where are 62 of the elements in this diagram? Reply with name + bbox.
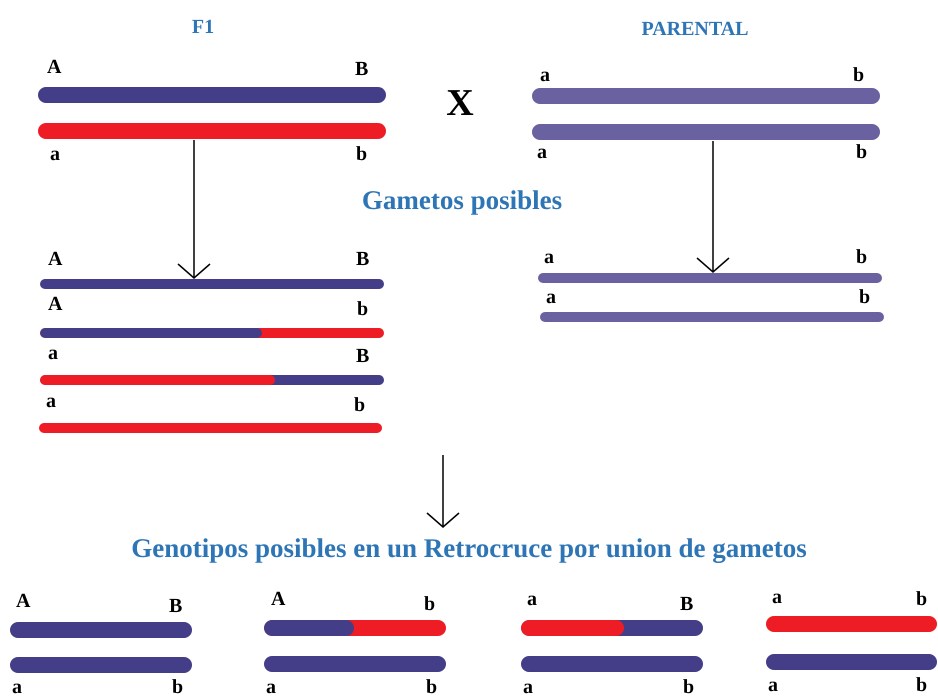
chromosome-bar [538, 273, 882, 283]
chromosome-bar [521, 656, 703, 672]
chromosome-bar [10, 657, 192, 673]
allele-label: b [426, 676, 438, 698]
allele-label: B [356, 345, 370, 367]
allele-label: b [357, 298, 368, 320]
chromosome-bar [40, 375, 384, 385]
allele-label: B [680, 593, 694, 615]
allele-label: A [16, 590, 30, 612]
allele-label: a [527, 588, 537, 610]
allele-label: b [916, 674, 928, 696]
allele-label: a [544, 246, 554, 268]
allele-label: A [48, 293, 62, 315]
allele-label: b [856, 141, 868, 163]
arrow [177, 140, 211, 279]
allele-label: b [683, 676, 694, 698]
allele-label: b [424, 593, 436, 615]
allele-label: b [354, 394, 366, 416]
arrow [696, 141, 730, 273]
group-heading: F1 [192, 15, 214, 40]
chromosome-bar [532, 124, 880, 140]
chromosome-bar [264, 656, 446, 672]
allele-label: B [356, 248, 370, 270]
allele-label: a [523, 676, 533, 698]
section-heading: Genotipos posibles en un Retrocruce por union de gametos [131, 532, 807, 562]
allele-label: a [768, 674, 778, 696]
allele-label: a [12, 676, 22, 698]
allele-label: A [48, 248, 62, 270]
allele-label: a [546, 286, 556, 308]
allele-label: b [859, 286, 870, 308]
chromosome-bar [40, 328, 384, 338]
chromosome-bar [540, 312, 884, 322]
chromosome-bar [264, 620, 446, 636]
group-heading: PARENTAL [641, 17, 749, 42]
chromosome-bar [38, 123, 386, 139]
allele-label: a [266, 676, 276, 698]
chromosome-bar [39, 423, 382, 433]
allele-label: B [169, 595, 182, 617]
allele-label: a [537, 141, 547, 163]
allele-label: a [50, 143, 60, 165]
allele-label: a [540, 64, 550, 86]
chromosome-bar [10, 622, 192, 638]
allele-label: B [355, 58, 368, 80]
allele-label: a [46, 390, 56, 412]
allele-label: a [772, 586, 782, 608]
allele-label: b [856, 246, 868, 268]
arrow [426, 455, 460, 528]
allele-label: A [47, 56, 62, 78]
allele-label: b [172, 676, 184, 698]
allele-label: A [271, 588, 286, 610]
chromosome-bar [766, 654, 937, 670]
chromosome-bar [38, 87, 386, 103]
allele-label: a [48, 342, 58, 364]
chromosome-bar [532, 88, 880, 104]
allele-label: b [916, 588, 928, 610]
allele-label: b [853, 64, 864, 86]
chromosome-bar [766, 616, 937, 632]
section-heading: Gametos posibles [362, 184, 562, 217]
chromosome-bar [40, 279, 384, 289]
chromosome-bar [521, 620, 703, 636]
cross-symbol: X [446, 84, 474, 122]
allele-label: b [356, 143, 368, 165]
